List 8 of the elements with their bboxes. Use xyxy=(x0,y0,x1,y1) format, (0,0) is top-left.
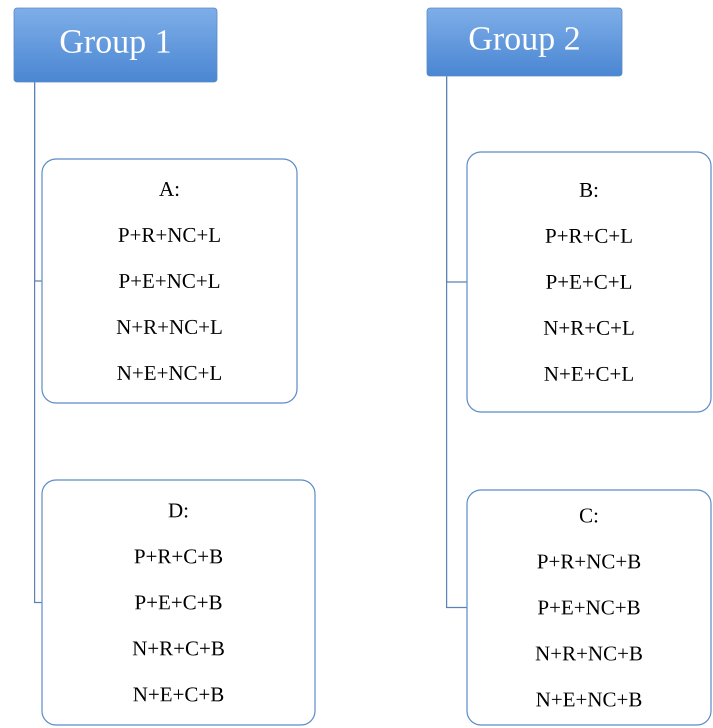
list-box: B: P+R+C+L P+E+C+L N+R+C+L N+E+C+L xyxy=(466,151,712,413)
list-box: D: P+R+C+B P+E+C+B N+R+C+B N+E+C+B xyxy=(41,479,316,726)
list-box: C: P+R+NC+B P+E+NC+B N+R+NC+B N+E+NC+B xyxy=(466,489,712,726)
list-box: A: P+R+NC+L P+E+NC+L N+R+NC+L N+E+NC+L xyxy=(41,158,298,404)
group-header-box: Group 2 xyxy=(426,8,622,76)
group-header-box: Group 1 xyxy=(14,8,218,82)
connector-line xyxy=(34,82,42,604)
connector-line xyxy=(446,76,466,608)
